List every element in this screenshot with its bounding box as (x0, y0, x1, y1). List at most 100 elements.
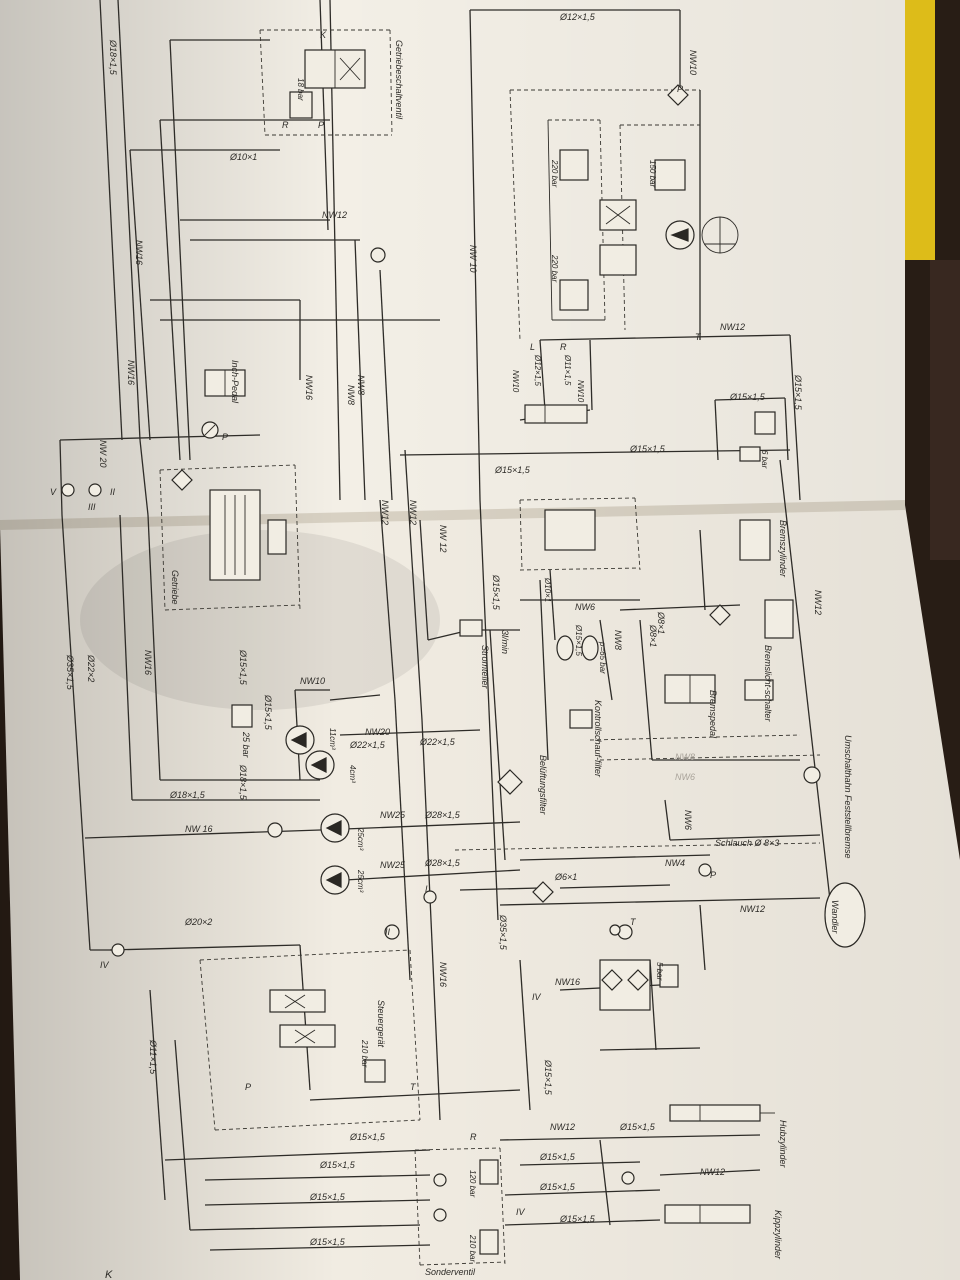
roman-V: V (50, 487, 57, 497)
relief-valve-150 (654, 159, 686, 191)
roman-IV-c: IV (516, 1207, 526, 1217)
label-inch-pedal: Inch-Pedal (230, 360, 240, 404)
label-15x15-m: Ø15×1,5 (309, 1237, 346, 1247)
parking-brake-tap-icon (803, 766, 821, 784)
roman-I: I (425, 884, 428, 894)
label-nw12-b: NW12 (720, 322, 745, 332)
check-valve-box (754, 411, 776, 435)
label-nw12-g: NW12 (550, 1122, 575, 1132)
converter-symbol (824, 882, 866, 948)
tilt-check-icon (621, 1171, 635, 1185)
port-r-top: R (560, 342, 567, 352)
label-15x15-n: Ø15×1,5 (619, 1122, 656, 1132)
label-nw10-b: NW 10 (468, 245, 478, 273)
label-nw16-b: NW16 (126, 360, 136, 385)
top-sheet-labels: Ø12×1,5 NW10 P Ø18×1,5 Getriebeschaltven… (50, 12, 803, 512)
label-nw6-b: NW6 (683, 810, 693, 830)
bypass-valve-5bar (659, 964, 679, 988)
port-p-shift: P (318, 120, 324, 130)
label-15x15-e: Ø15×1,5 (263, 694, 273, 731)
lift-cylinder (669, 1104, 761, 1122)
label-15x15-f: Ø15×1,5 (494, 465, 531, 475)
label-gearbox: Getriebe (170, 570, 180, 605)
label-nw12-h: NW12 (700, 1167, 725, 1177)
label-15x15-long: Ø15×1,5 (629, 444, 666, 454)
port-p-inch: P (222, 432, 228, 442)
relief-valve-210 (364, 1059, 386, 1083)
label-15x15-box: Ø15×1,5 (729, 392, 766, 402)
label-15x15-p: Ø15×1,5 (539, 1182, 576, 1192)
special-relief-120 (479, 1159, 499, 1185)
label-11x15-b: Ø11×1,5 (148, 1039, 158, 1075)
label-brake-pedal: Bremspedal (708, 690, 718, 739)
label-15x15-o: Ø15×1,5 (539, 1152, 576, 1162)
suction-strainer-icon (267, 822, 283, 838)
label-shift-valve: Getriebeschaltventil (394, 40, 404, 120)
label-brake-cylinder: Bremszylinder (778, 520, 788, 578)
special-valve-check-1 (433, 1173, 447, 1187)
label-210bar-b: 210 bar (468, 1234, 477, 1262)
label-15x15-g: Ø15×1,5 (491, 574, 501, 611)
label-nw12-e: NW 12 (438, 525, 448, 553)
label-check-valve: Kontrollschauf-filter (593, 700, 603, 778)
page-corner-mark: K (105, 1269, 113, 1280)
label-nw10-d: NW10 (576, 380, 585, 403)
label-vent-filter: Belüftungsfilter (538, 755, 548, 816)
flow-divider-valve (459, 619, 483, 637)
label-nw12-a: NW12 (322, 210, 347, 220)
label-nw8-a: NW8 (356, 375, 366, 395)
label-18x15-c: Ø18×1,5 (169, 790, 206, 800)
label-15x15-h: Ø15×1,5 (574, 624, 583, 656)
label-hose: Schlauch Ø 8×3 (715, 838, 779, 848)
relief-valve-220-upper (559, 149, 589, 181)
label-15x15-j: Ø15×1,5 (349, 1132, 386, 1142)
label-22x2: Ø22×2 (86, 654, 96, 682)
accumulator-1 (556, 635, 574, 661)
label-nw8-faint: NW8 (675, 752, 695, 762)
label-8x1-b: Ø8×1 (656, 611, 666, 634)
label-150bar: 150 bar (648, 160, 657, 187)
brake-switch (744, 679, 774, 701)
label-nw12-right: NW12 (813, 590, 823, 615)
relief-valve-220-lower (559, 279, 589, 311)
label-18x15-b: Ø18×1,5 (238, 764, 248, 801)
tank-return-icon (609, 924, 621, 936)
label-35x15: Ø35×1,5 (65, 654, 75, 691)
coupling-i-icon (423, 890, 437, 904)
label-lift-cylinder: Hubzylinder (778, 1120, 788, 1169)
bottom-sheet-symbols (111, 469, 866, 1255)
steering-cylinder (524, 404, 588, 424)
label-brake-switch: Bremslicht-schalter (763, 645, 773, 723)
label-flow-rate: 3l/min (500, 630, 510, 654)
label-120bar: 120 bar (468, 1170, 477, 1197)
roman-IV: IV (100, 960, 110, 970)
label-25bar: 25 bar (241, 731, 251, 759)
label-nw16-d: NW16 (143, 650, 153, 675)
label-control-unit: Steuergerät (376, 1000, 386, 1048)
coupling-ii-bottom-icon (384, 924, 400, 940)
label-nw25-a: NW25 (380, 810, 406, 820)
port-t-cooler: T (630, 917, 637, 927)
gearbox-filter (171, 469, 193, 491)
label-12x15: Ø12×1,5 (533, 354, 542, 386)
label-15x15-d: Ø15×1,5 (238, 649, 248, 686)
label-20x2: Ø20×2 (184, 917, 212, 927)
label-25cm3-b: 25cm³ (356, 869, 365, 893)
label-15x15-right: Ø15×1,5 (793, 374, 803, 411)
label-18x15-left: Ø18×1,5 (108, 39, 118, 76)
port-l: L (530, 342, 535, 352)
label-nw4: NW4 (665, 858, 685, 868)
label-nw10-top: NW10 (688, 50, 698, 75)
label-nw8-b: NW8 (346, 385, 356, 405)
label-8x1-a: Ø8×1 (648, 624, 658, 647)
label-6x1: Ø6×1 (554, 872, 577, 882)
control-valve-spool-a (269, 989, 326, 1013)
bottom-sheet-lines (61, 449, 831, 1266)
label-10x1: Ø10×1 (229, 152, 257, 162)
filter-symbol (370, 247, 386, 263)
label-converter: Wandler (830, 900, 840, 934)
label-220bar-a: 220 bar (550, 159, 559, 187)
label-nw12-c: NW12 (380, 500, 390, 525)
label-15x15-k: Ø15×1,5 (319, 1160, 356, 1170)
port-p-control: P (245, 1082, 251, 1092)
